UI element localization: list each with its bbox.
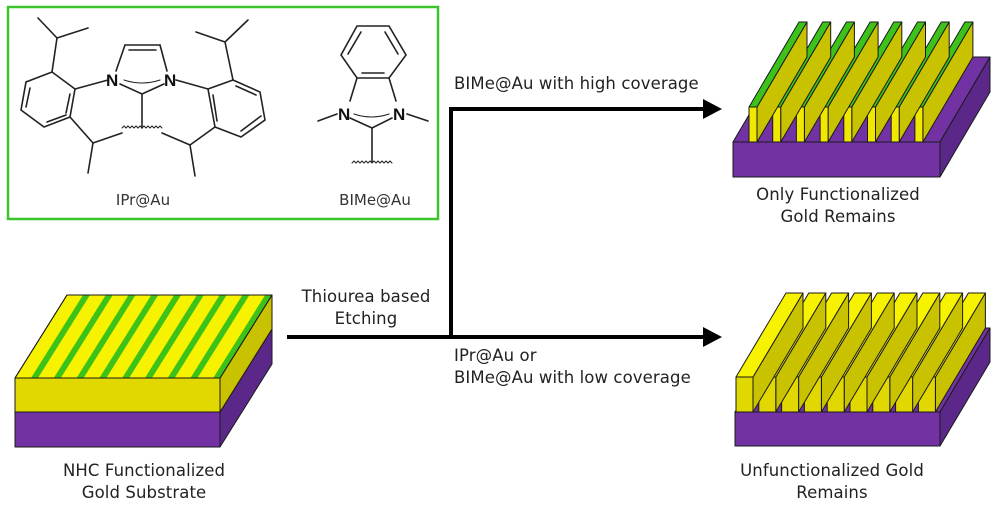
fin-front-face [735,376,754,413]
substrate-front-face [14,411,221,448]
start-label: NHC Functionalized Gold Substrate [63,460,225,504]
low-condition-line2: BIMe@Au with low coverage [454,368,691,387]
bime-molecule-structure [317,25,429,164]
start-label-line1: NHC Functionalized [62,461,226,480]
ipr-nitrogen-left: N [106,71,118,90]
nhc-stripe [167,295,227,378]
unfunctionalized-fins-block [734,292,991,447]
process-arrows [287,99,722,347]
molecule-legend-box [6,5,440,221]
low-result-line2: Remains [796,483,868,502]
high-result-label: Only Functionalized Gold Remains [756,184,920,228]
gold-front-face [14,377,221,413]
low-coverage-condition: IPr@Au or BIMe@Au with low coverage [454,345,691,389]
low-condition-line1: IPr@Au or [454,346,537,365]
nhc-stripes [31,295,272,378]
ipr-nitrogen-right: N [164,71,176,90]
base-front-face [734,411,941,447]
process-label-line2: Etching [334,309,398,328]
bime-nitrogen-right: N [393,105,405,124]
ipr-molecule-structure [20,17,266,177]
start-label-line2: Gold Substrate [81,483,207,502]
functionalized-fins-block [732,21,991,178]
process-label-line1: Thiourea based [301,287,431,306]
gold-top-outline [14,294,273,379]
high-coverage-condition: BIMe@Au with high coverage [454,74,699,93]
high-coverage-arrowhead [703,99,722,119]
nhc-stripe [53,295,113,378]
low-coverage-arrowhead [703,327,722,347]
nhc-stripe [76,295,136,378]
nhc-stripe [122,295,182,378]
low-result-label: Unfunctionalized Gold Remains [740,460,924,504]
fin [748,21,808,143]
nhc-stripe [144,295,204,378]
process-label: Thiourea based Etching [302,286,431,330]
high-result-line2: Gold Remains [780,207,896,226]
fin-front-face [748,106,758,143]
ipr-label: IPr@Au [115,191,171,209]
fin [735,292,804,413]
bime-label: BIMe@Au [339,191,411,209]
striped-substrate-block [14,294,273,448]
base-front-face [732,141,941,178]
nhc-stripe [190,295,250,378]
low-result-line1: Unfunctionalized Gold [740,461,924,480]
nhc-stripe [213,295,272,378]
nhc-stripe [31,295,90,378]
nhc-stripe [99,295,159,378]
high-result-line1: Only Functionalized [756,185,920,204]
bime-nitrogen-left: N [338,105,350,124]
